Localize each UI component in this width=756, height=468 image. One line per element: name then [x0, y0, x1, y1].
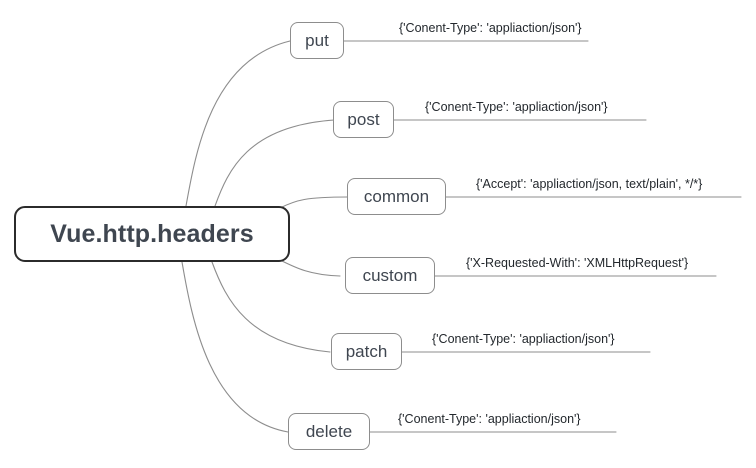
branch-node-put-label: put: [305, 30, 329, 50]
branch-node-post[interactable]: post: [333, 101, 394, 138]
branch-node-put[interactable]: put: [290, 22, 344, 59]
connector-root-to-delete: [181, 261, 289, 433]
value-label-common: {'Accept': 'appliaction/json, text/plain…: [476, 177, 703, 191]
connector-root-to-patch: [211, 261, 331, 353]
connector-root-to-common: [279, 196, 349, 209]
value-label-post: {'Conent-Type': 'appliaction/json'}: [425, 100, 608, 114]
branch-node-common-label: common: [363, 186, 430, 206]
connector-root-to-post: [214, 119, 335, 207]
value-label-patch: {'Conent-Type': 'appliaction/json'}: [432, 332, 615, 346]
branch-node-patch-label: patch: [345, 341, 388, 361]
value-label-custom: {'X-Requested-With': 'XMLHttpRequest'}: [466, 256, 689, 270]
branch-node-common[interactable]: common: [347, 178, 446, 215]
branch-node-custom-label: custom: [362, 265, 418, 285]
branch-node-post-label: post: [347, 109, 380, 129]
value-label-put: {'Conent-Type': 'appliaction/json'}: [399, 21, 582, 35]
root-node-label: Vue.http.headers: [50, 219, 254, 248]
connector-root-to-put: [185, 40, 291, 207]
branch-node-delete-label: delete: [305, 421, 353, 441]
value-label-delete: {'Conent-Type': 'appliaction/json'}: [398, 412, 581, 426]
branch-node-custom[interactable]: custom: [345, 257, 435, 294]
root-node-vue-http-headers[interactable]: Vue.http.headers: [14, 206, 290, 262]
connector-root-to-custom: [279, 259, 341, 277]
branch-node-delete[interactable]: delete: [288, 413, 370, 450]
branch-node-patch[interactable]: patch: [331, 333, 402, 370]
